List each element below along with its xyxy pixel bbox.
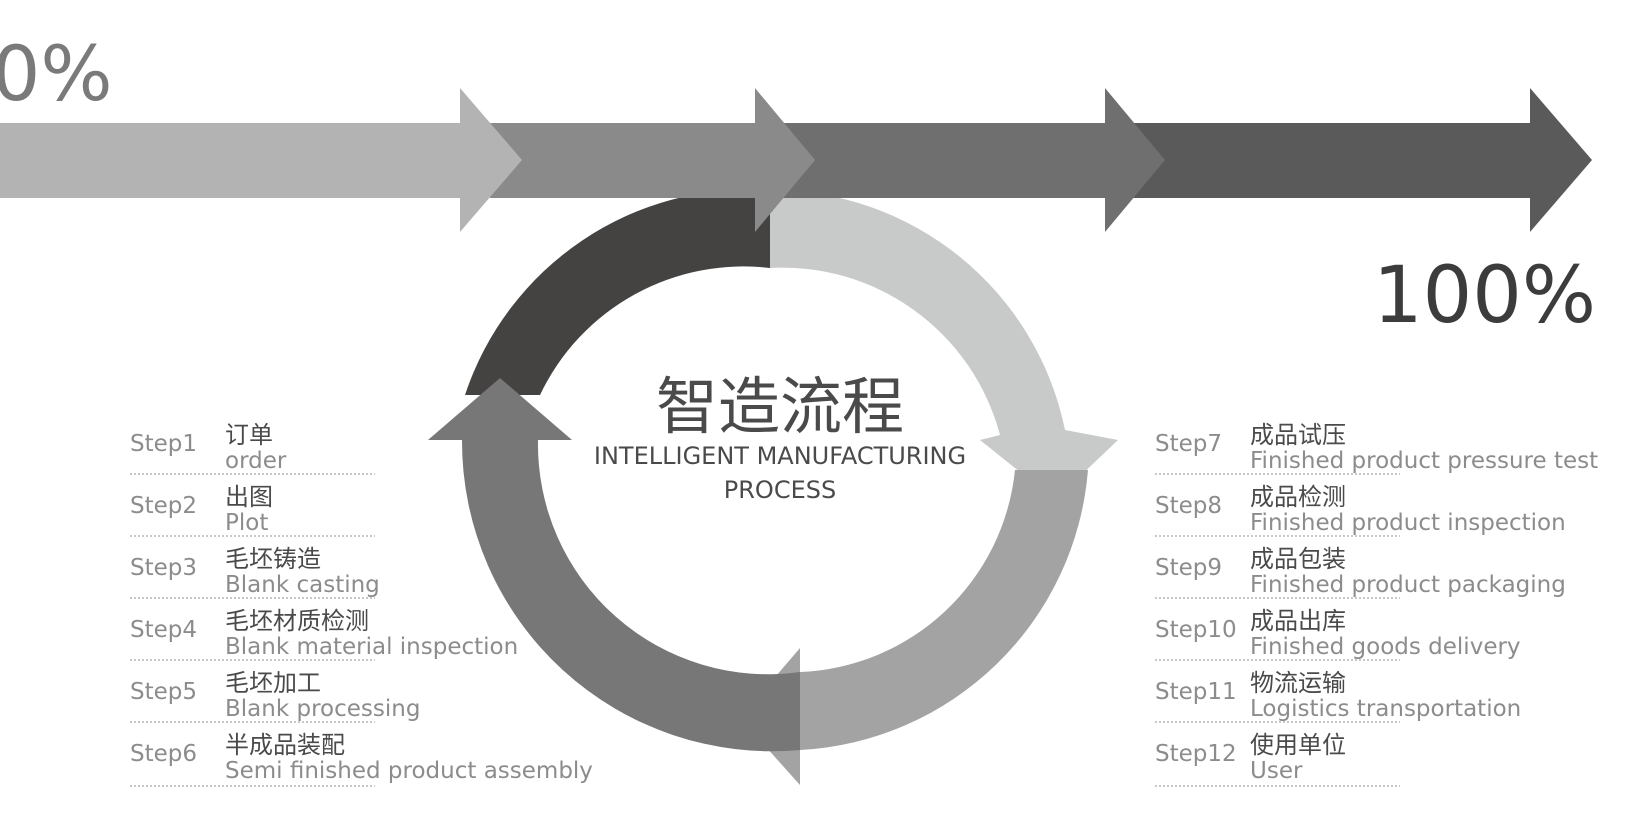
step-name-cn: 出图 (225, 483, 273, 511)
start-percent-label: 0% (0, 29, 113, 118)
step-item: Step10 成品出库 Finished goods delivery (1155, 607, 1521, 661)
center-title-en-line1: INTELLIGENT MANUFACTURING (594, 442, 966, 470)
step-item: Step3 毛坯铸造 Blank casting (130, 545, 380, 599)
step-label: Step7 (1155, 431, 1222, 457)
end-percent-label: 100% (1373, 251, 1596, 341)
steps-left-list: Step1 订单 order Step2 出图 Plot Step3 毛坯铸造 … (130, 421, 593, 787)
step-name-en: Logistics transportation (1250, 696, 1521, 722)
step-item: Step2 出图 Plot (130, 483, 375, 537)
progress-arrow-bar (0, 88, 1592, 232)
step-label: Step12 (1155, 741, 1237, 767)
step-name-en: User (1250, 758, 1303, 784)
progress-segment-1 (0, 88, 522, 232)
step-name-cn: 物流运输 (1250, 669, 1346, 697)
step-name-cn: 成品检测 (1250, 483, 1346, 511)
step-item: Step11 物流运输 Logistics transportation (1155, 669, 1521, 723)
step-name-cn: 成品出库 (1250, 607, 1346, 635)
step-label: Step8 (1155, 493, 1222, 519)
step-name-cn: 半成品装配 (225, 731, 345, 759)
step-label: Step10 (1155, 617, 1237, 643)
step-name-en: order (225, 448, 287, 474)
step-label: Step1 (130, 431, 197, 457)
step-label: Step2 (130, 493, 197, 519)
step-name-en: Semi finished product assembly (225, 758, 593, 784)
progress-segment-4 (1130, 88, 1592, 232)
step-item: Step6 半成品装配 Semi finished product assemb… (130, 731, 593, 787)
step-name-en: Blank material inspection (225, 634, 518, 660)
progress-segment-3 (780, 88, 1165, 232)
step-name-cn: 毛坯铸造 (225, 545, 321, 573)
step-item: Step12 使用单位 User (1155, 731, 1400, 787)
step-item: Step5 毛坯加工 Blank processing (130, 669, 420, 723)
step-name-en: Blank processing (225, 696, 420, 722)
step-name-cn: 毛坯材质检测 (225, 607, 369, 635)
step-name-cn: 毛坯加工 (225, 669, 321, 697)
center-title: 智造流程 INTELLIGENT MANUFACTURING PROCESS (594, 370, 966, 504)
step-item: Step7 成品试压 Finished product pressure tes… (1155, 421, 1598, 475)
step-item: Step8 成品检测 Finished product inspection (1155, 483, 1566, 537)
step-item: Step9 成品包装 Finished product packaging (1155, 545, 1566, 599)
cycle-segment-dark (465, 189, 770, 395)
step-name-en: Blank casting (225, 572, 380, 598)
step-name-en: Plot (225, 510, 268, 536)
step-label: Step6 (130, 741, 197, 767)
step-name-en: Finished product inspection (1250, 510, 1566, 536)
progress-segment-2 (490, 88, 815, 232)
step-name-cn: 订单 (225, 421, 273, 449)
step-name-en: Finished product packaging (1250, 572, 1566, 598)
center-title-en-line2: PROCESS (724, 476, 836, 504)
center-title-cn: 智造流程 (656, 370, 904, 443)
cycle-segment-mid-light (740, 470, 1088, 785)
step-item: Step4 毛坯材质检测 Blank material inspection (130, 607, 518, 661)
step-item: Step1 订单 order (130, 421, 375, 475)
step-label: Step4 (130, 617, 197, 643)
cycle-segment-mid (428, 378, 800, 752)
process-cycle (428, 189, 1118, 785)
steps-right-list: Step7 成品试压 Finished product pressure tes… (1155, 421, 1598, 787)
step-name-en: Finished product pressure test (1250, 448, 1598, 474)
cycle-segment-light (770, 189, 1118, 501)
step-name-cn: 成品包装 (1250, 545, 1346, 573)
step-label: Step5 (130, 679, 197, 705)
step-name-cn: 成品试压 (1250, 421, 1346, 449)
step-label: Step11 (1155, 679, 1237, 705)
step-label: Step3 (130, 555, 197, 581)
step-name-cn: 使用单位 (1250, 731, 1346, 759)
step-name-en: Finished goods delivery (1250, 634, 1521, 660)
step-label: Step9 (1155, 555, 1222, 581)
